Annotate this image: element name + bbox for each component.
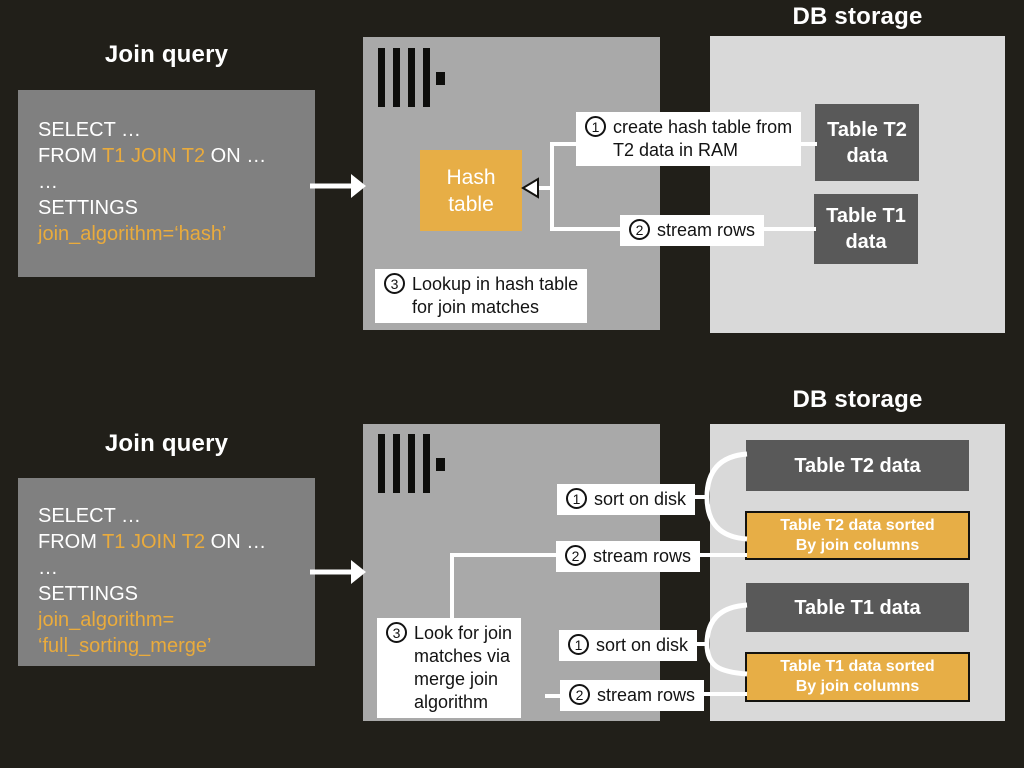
- sql-line: SELECT …: [38, 119, 141, 141]
- step-label-stream-rows-t1: 2 stream rows: [560, 680, 705, 711]
- arrow-right-icon: [310, 560, 366, 584]
- sql-line: SETTINGS: [38, 197, 139, 219]
- sql-line: SETTINGS: [38, 583, 139, 605]
- arrow-left-icon: [521, 177, 539, 199]
- table-t2-data-box-top: Table T2 data: [815, 104, 919, 181]
- sql-line: FROM T1 JOIN T2 ON …: [38, 145, 267, 167]
- step-number-icon: 3: [384, 273, 405, 294]
- sql-line: FROM T1 JOIN T2 ON …: [38, 531, 267, 553]
- sql-code-bottom: SELECT … FROM T1 JOIN T2 ON … … SETTINGS…: [38, 503, 266, 659]
- step-label-merge-join: 3 Look for join matches via merge join a…: [377, 618, 522, 718]
- step-number-icon: 1: [566, 488, 587, 509]
- sql-tables: T1 JOIN T2: [102, 531, 206, 553]
- clickhouse-logo-icon: [378, 48, 448, 108]
- join-query-title-top: Join query: [104, 41, 229, 68]
- table-t2-sorted-box: Table T2 data sorted By join columns: [745, 511, 970, 560]
- step-label-sort-on-disk-t2: 1 sort on disk: [557, 484, 696, 515]
- db-storage-title-top: DB storage: [792, 3, 923, 30]
- step-number-icon: 3: [386, 622, 407, 643]
- sql-line: …: [38, 171, 58, 193]
- step-number-icon: 2: [569, 684, 590, 705]
- table-t2-data-box-bottom: Table T2 data: [746, 440, 969, 491]
- table-t1-data-box-bottom: Table T1 data: [746, 583, 969, 632]
- step-number-icon: 1: [585, 116, 606, 137]
- step-label-stream-rows-t2: 2 stream rows: [556, 541, 701, 572]
- sql-line: …: [38, 557, 58, 579]
- arrow-right-icon: [310, 174, 366, 198]
- db-storage-box-top: [710, 36, 1005, 333]
- step-label-create-hash-table: 1 create hash table from T2 data in RAM: [576, 112, 802, 166]
- sql-join-algorithm-value: ‘full_sorting_merge’: [38, 635, 212, 657]
- step-number-icon: 2: [565, 545, 586, 566]
- hash-table-box: Hash table: [420, 150, 522, 231]
- step-label-stream-rows-top: 2 stream rows: [620, 215, 765, 246]
- clickhouse-logo-icon: [378, 434, 448, 494]
- sql-join-algorithm-setting: join_algorithm=‘hash’: [38, 223, 227, 245]
- step-number-icon: 1: [568, 634, 589, 655]
- query-box-top: SELECT … FROM T1 JOIN T2 ON … … SETTINGS…: [18, 90, 315, 277]
- join-query-title-bottom: Join query: [104, 430, 229, 457]
- sql-join-algorithm-setting: join_algorithm=: [38, 609, 175, 631]
- step-label-sort-on-disk-t1: 1 sort on disk: [559, 630, 698, 661]
- sql-code-top: SELECT … FROM T1 JOIN T2 ON … … SETTINGS…: [38, 117, 266, 247]
- db-storage-title-bottom: DB storage: [792, 386, 923, 413]
- query-box-bottom: SELECT … FROM T1 JOIN T2 ON … … SETTINGS…: [18, 478, 315, 666]
- sql-line: SELECT …: [38, 505, 141, 527]
- step-number-icon: 2: [629, 219, 650, 240]
- sql-tables: T1 JOIN T2: [102, 145, 206, 167]
- table-t1-data-box-top: Table T1 data: [814, 194, 918, 264]
- table-t1-sorted-box: Table T1 data sorted By join columns: [745, 652, 970, 702]
- step-label-lookup-hash-table: 3 Lookup in hash table for join matches: [375, 269, 588, 323]
